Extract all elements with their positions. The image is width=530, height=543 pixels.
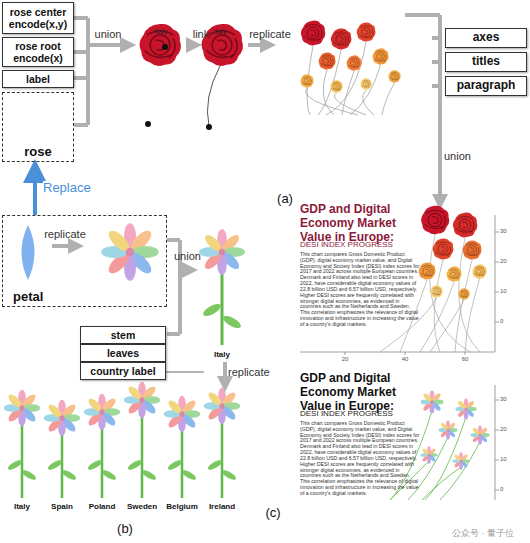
text-label: (b) — [110, 522, 140, 537]
text-label: Italy — [205, 350, 239, 359]
text-label: This chart compares Gross Domestic Produ… — [300, 421, 420, 497]
component-box: stem — [80, 326, 166, 344]
text-label: replicate — [38, 228, 92, 241]
text-label: (c) — [258, 506, 288, 521]
node-text: label — [26, 73, 50, 85]
node-text: stem — [111, 329, 136, 341]
text-label: 10 — [500, 456, 520, 463]
text-label: 0 — [500, 318, 520, 325]
node-text: rose root encode(x) — [6, 40, 70, 64]
text-label: union — [444, 150, 484, 163]
glyph-frame: rose — [2, 92, 74, 162]
text-label: This chart compares Gross Domestic Produ… — [300, 252, 420, 328]
node-text: petal — [13, 289, 43, 304]
text-label: Italy — [148, 28, 174, 36]
text-label: DESI INDEX PROGRESS — [300, 240, 420, 249]
text-label: 公众号 · 量子位 — [440, 528, 526, 538]
text-label: Sweden — [124, 502, 160, 511]
text-label: Ireland — [204, 502, 240, 511]
text-label: 20 — [500, 258, 520, 265]
text-label: 60 — [455, 356, 475, 363]
node-text: leaves — [107, 347, 139, 359]
node-text: paragraph — [457, 79, 516, 93]
component-box: rose center encode(x,y) — [2, 2, 74, 34]
component-box: titles — [445, 52, 527, 72]
node-text: rose — [3, 144, 73, 159]
text-label: 0 — [500, 486, 520, 493]
text-label: Belgium — [164, 502, 200, 511]
text-label: 30 — [500, 396, 520, 403]
node-text: titles — [472, 55, 500, 69]
text-label: Italy — [207, 28, 233, 36]
text-label: 10 — [500, 288, 520, 295]
node-text: country label — [90, 365, 155, 377]
component-box: paragraph — [445, 76, 527, 96]
text-label: union — [88, 28, 128, 41]
text-label: 20 — [335, 356, 355, 363]
text-label: replicate — [245, 28, 295, 41]
text-label: GDP and Digital Economy Market Value in … — [300, 372, 420, 413]
text-label: 20 — [500, 426, 520, 433]
text-label: Poland — [84, 502, 120, 511]
node-text: rose center encode(x,y) — [6, 6, 70, 30]
component-box: label — [2, 70, 74, 88]
component-box: rose root encode(x) — [2, 37, 74, 67]
text-label: link — [186, 28, 216, 41]
component-box: country label — [80, 362, 166, 380]
component-box: axes — [445, 28, 527, 48]
text-label: replicate — [228, 366, 284, 379]
component-box: leaves — [80, 344, 166, 362]
text-label: 30 — [500, 228, 520, 235]
text-label: DESI INDEX PROGRESS — [300, 409, 420, 418]
text-label: 40 — [395, 356, 415, 363]
replace-arrow — [33, 163, 37, 215]
text-label: union — [174, 250, 214, 263]
text-label: Italy — [4, 502, 40, 511]
node-text: axes — [473, 31, 500, 45]
edge-label: Replace — [43, 181, 91, 196]
text-label: (a) — [270, 192, 300, 207]
text-label: Spain — [44, 502, 80, 511]
text-label: GDP and Digital Economy Market Value in … — [300, 203, 420, 244]
